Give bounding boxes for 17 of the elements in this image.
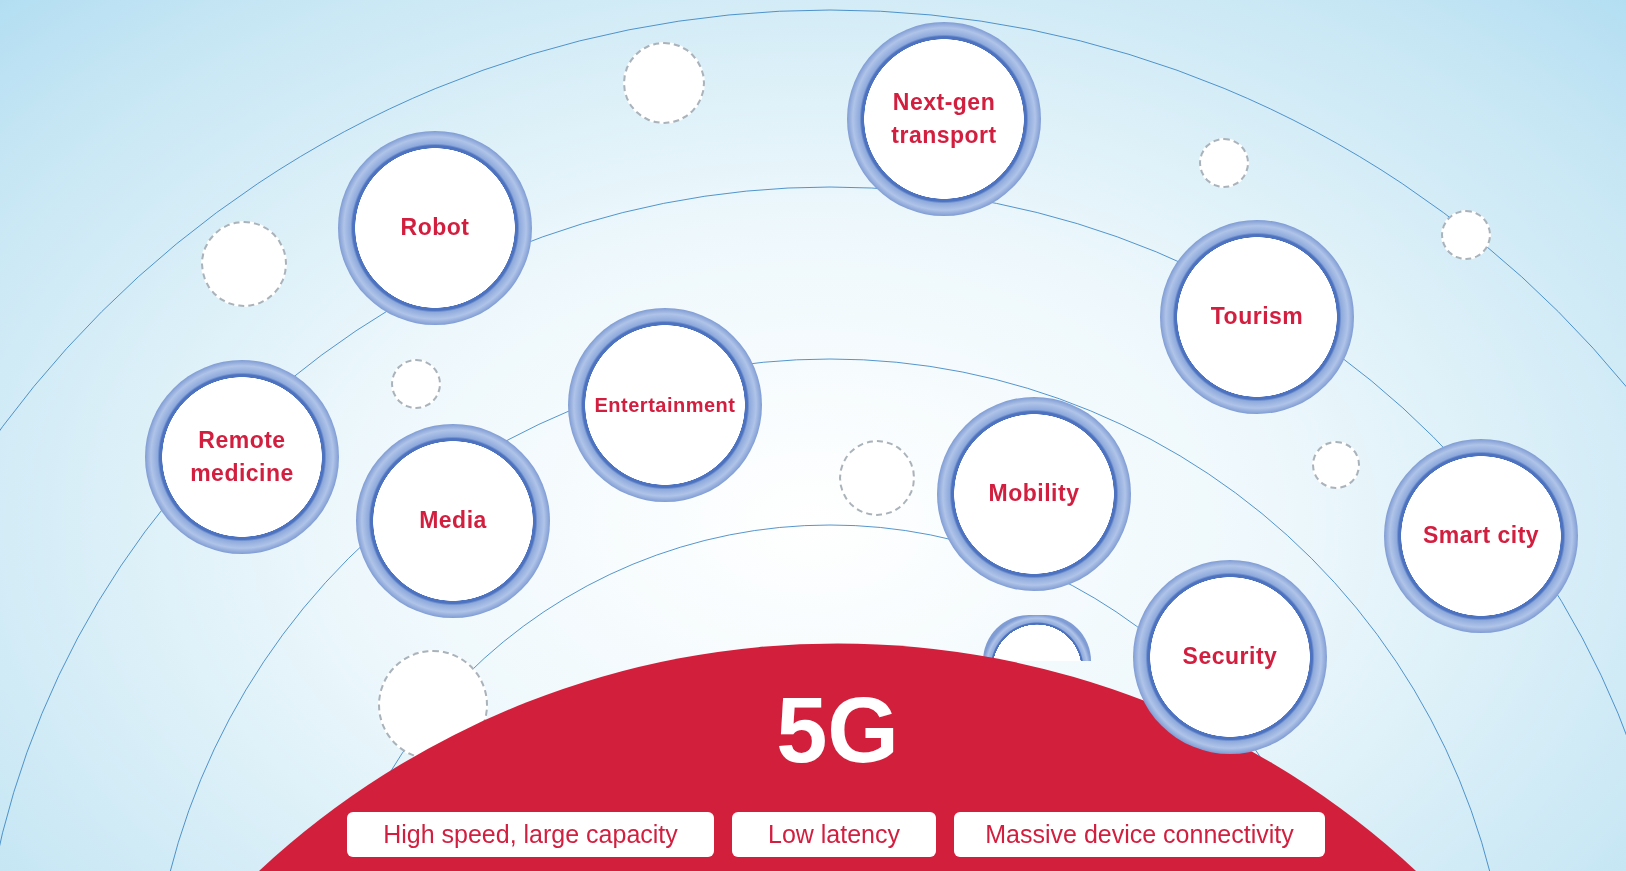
circle-label: Mobility bbox=[988, 479, 1080, 509]
circle-label: Entertainment bbox=[594, 392, 736, 418]
dashed-circle bbox=[391, 359, 441, 409]
circle-label: Next-gen transport bbox=[890, 87, 998, 150]
circle-label: Remote medicine bbox=[189, 425, 295, 488]
feature-pill: Massive device connectivity bbox=[954, 812, 1325, 857]
circle-label: Tourism bbox=[1210, 302, 1304, 332]
dashed-circle bbox=[1199, 138, 1249, 188]
circle-label: Smart city bbox=[1422, 521, 1540, 551]
feature-pill: Low latency bbox=[732, 812, 936, 857]
circle-label: Robot bbox=[400, 213, 470, 243]
feature-pill: High speed, large capacity bbox=[347, 812, 714, 857]
circle-label: Media bbox=[419, 506, 487, 536]
dome-title: 5G bbox=[775, 684, 900, 776]
dashed-circle bbox=[1441, 210, 1491, 260]
dashed-circle bbox=[1312, 441, 1360, 489]
circle-label: Security bbox=[1182, 642, 1278, 672]
